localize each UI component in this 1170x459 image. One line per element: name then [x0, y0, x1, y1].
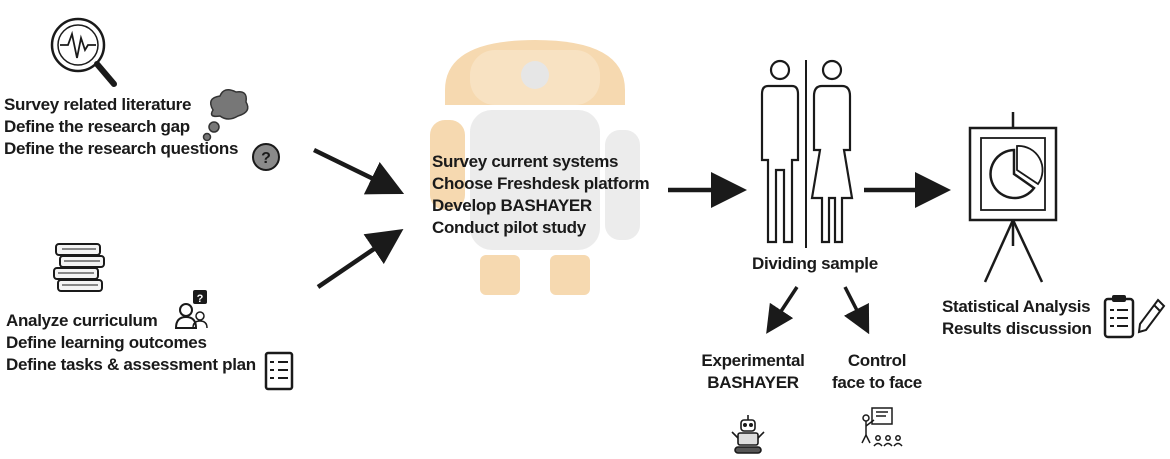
- clipboard-icon: [1103, 295, 1135, 339]
- stage1-line: Define the research gap: [4, 117, 190, 136]
- man-woman-icon: [760, 59, 854, 248]
- teacher-class-icon: [861, 407, 903, 447]
- svg-text:?: ?: [197, 293, 204, 305]
- question-mark-icon: ?: [252, 143, 280, 171]
- arrow-from-stage1: [313, 147, 405, 195]
- stage3-line: Choose Freshdesk platform: [432, 174, 650, 193]
- stage3-line: Conduct pilot study: [432, 218, 586, 237]
- experimental-line: Experimental: [701, 351, 805, 370]
- arrow-from-stage2: [316, 228, 404, 289]
- stage3-line: Survey current systems: [432, 152, 619, 171]
- pencil-icon: [1137, 298, 1166, 334]
- magnifier-waveform-icon: [50, 17, 117, 87]
- analysis-line: Results discussion: [942, 319, 1092, 338]
- stage1-text: Survey related literature Define the res…: [4, 94, 238, 160]
- book-stack-icon: [53, 243, 105, 292]
- robot-icon: [731, 415, 765, 454]
- svg-text:?: ?: [261, 150, 271, 167]
- analysis-line: Statistical Analysis: [942, 297, 1091, 316]
- experimental-line: BASHAYER: [707, 373, 799, 392]
- control-line: Control: [847, 351, 907, 370]
- control-line: face to face: [832, 373, 922, 392]
- arrow-to-experimental: [766, 286, 799, 334]
- stage1-line: Define the research questions: [4, 139, 239, 158]
- analysis-text: Statistical Analysis Results discussion: [942, 296, 1092, 340]
- arrow-to-control: [843, 286, 870, 335]
- experimental-group-label: Experimental BASHAYER: [698, 350, 808, 394]
- dividing-sample-label: Dividing sample: [752, 254, 878, 273]
- presentation-board-icon: [968, 112, 1058, 283]
- control-group-label: Control face to face: [822, 350, 932, 394]
- stage2-line: Analyze curriculum: [6, 311, 158, 330]
- stage1-line: Survey related literature: [4, 95, 192, 114]
- stage3-text: Survey current systems Choose Freshdesk …: [432, 151, 650, 239]
- stage2-line: Define tasks & assessment plan: [6, 355, 256, 374]
- robot-watermark-icon: [430, 40, 640, 295]
- checklist-icon: [264, 351, 294, 391]
- stage2-text: Analyze curriculum Define learning outco…: [6, 310, 256, 376]
- stage3-line: Develop BASHAYER: [432, 196, 592, 215]
- person-question-icon: ?: [174, 290, 208, 329]
- stage2-line: Define learning outcomes: [6, 333, 207, 352]
- thought-cloud-icon: [202, 89, 249, 142]
